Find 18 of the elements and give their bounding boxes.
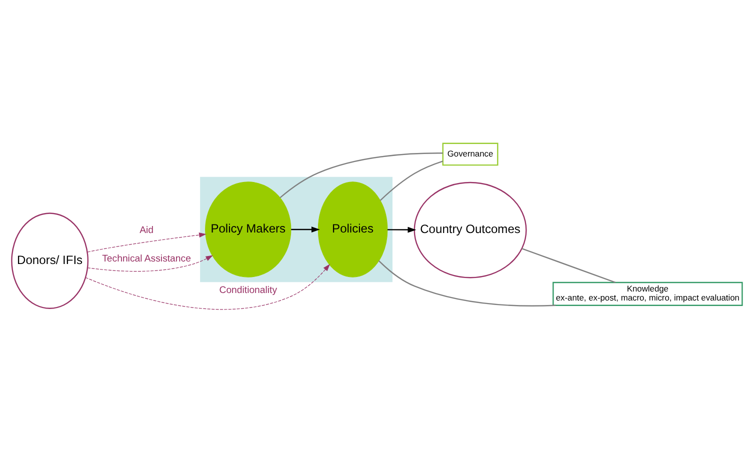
node-ellipse: Policies: [318, 181, 388, 277]
node-ellipse: Country Outcomes: [414, 181, 527, 278]
arrow: [85, 264, 330, 310]
node-box: Governance: [442, 142, 498, 166]
arrow: [87, 232, 206, 252]
node-box: Knowledge ex-ante, ex-post, macro, micro, impact evaluation: [552, 281, 743, 306]
arrow: [387, 226, 416, 232]
edge-label: Conditionality: [219, 284, 278, 296]
arrow: [87, 254, 213, 272]
cluster: [200, 176, 392, 282]
connector: [378, 260, 556, 306]
edge-label: Technical Assistance: [102, 252, 191, 264]
node-ellipse: Donors/ IFIs: [11, 212, 89, 308]
arrow: [291, 226, 320, 232]
connector: [280, 152, 443, 198]
connector: [522, 247, 616, 282]
edge-label: Aid: [140, 224, 154, 236]
connector: [380, 160, 444, 200]
